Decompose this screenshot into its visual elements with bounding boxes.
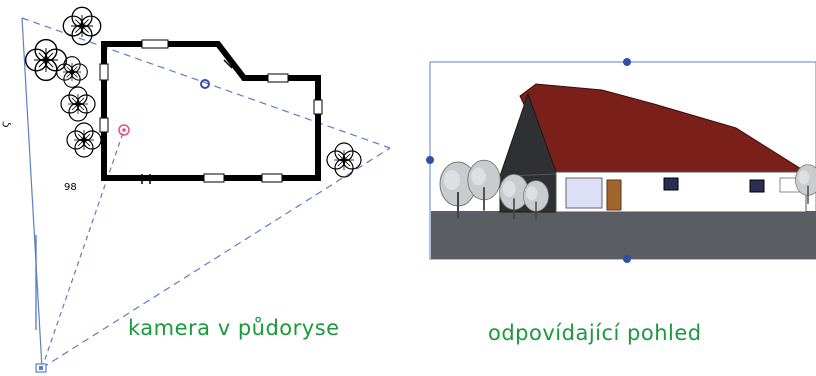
eye-point-icon[interactable] (200, 79, 210, 89)
svg-text:98: 98 (64, 182, 77, 193)
plan-trees (24, 6, 362, 178)
frame-handles[interactable] (426, 58, 631, 263)
camera-view-lines (21, 17, 391, 369)
plan-caption: kamera v půdoryse (128, 316, 340, 340)
svg-text:ς: ς (0, 120, 12, 129)
ground (431, 211, 816, 259)
building-outline (99, 39, 323, 184)
window (749, 179, 765, 193)
camera-icon[interactable] (35, 363, 47, 373)
window (663, 177, 679, 191)
camera-target-icon[interactable] (118, 124, 130, 136)
floor-plan: ς 98 (0, 6, 391, 373)
door (606, 179, 622, 211)
rendered-view (426, 58, 816, 263)
view-caption: odpovídající pohled (488, 321, 702, 345)
